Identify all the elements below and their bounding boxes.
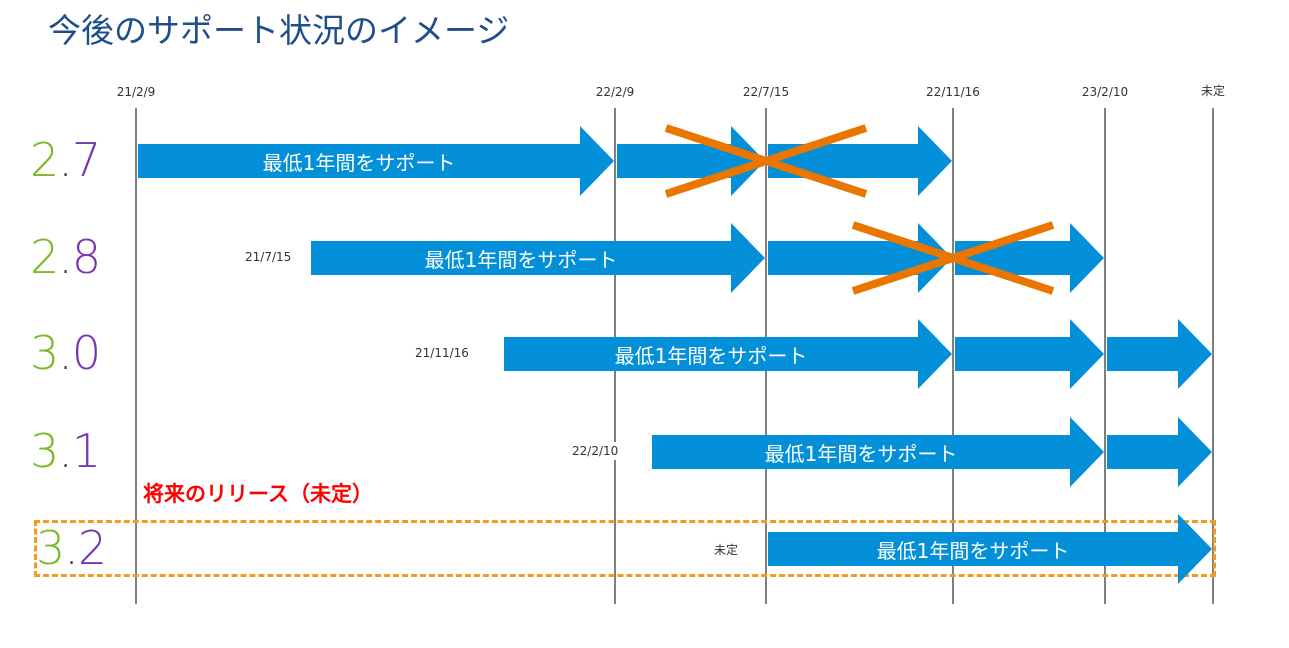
release-date-label: 22/2/10	[570, 442, 621, 460]
future-release-label: 将来のリリース（未定）	[143, 482, 373, 506]
version-label: 2.8	[30, 234, 101, 280]
timeline-tick-label: 22/7/15	[742, 85, 790, 99]
future-release-box	[34, 520, 1216, 577]
support-arrow	[504, 319, 952, 389]
support-arrow	[138, 126, 614, 196]
version-minor: 2	[77, 521, 107, 575]
version-minor: 0	[71, 326, 101, 380]
version-minor: 1	[71, 424, 101, 478]
cancel-cross-stroke	[851, 221, 1055, 295]
timeline-tick-label: 21/2/9	[116, 85, 156, 99]
release-date-label: 21/11/16	[413, 344, 471, 362]
timeline-tick-label: 22/11/16	[926, 85, 980, 99]
timeline-gridline	[1104, 108, 1106, 604]
version-major: 2	[30, 133, 59, 187]
support-arrow	[768, 126, 952, 196]
version-label: 3.0	[30, 330, 101, 376]
support-arrow	[768, 514, 1212, 584]
timeline-tick-label: 未定	[1200, 84, 1226, 98]
version-dot: .	[58, 424, 73, 478]
version-major: 2	[30, 230, 59, 284]
timeline-gridline	[952, 108, 954, 604]
timeline-tick-label: 22/2/9	[595, 85, 635, 99]
timeline-gridline	[1212, 108, 1214, 604]
version-label: 3.2	[36, 525, 107, 571]
support-arrow	[955, 319, 1104, 389]
support-arrow	[311, 223, 765, 293]
support-arrow	[768, 223, 952, 293]
version-minor: 7	[71, 133, 101, 187]
timeline-tick-label: 23/2/10	[1081, 85, 1129, 99]
version-label: 2.7	[30, 137, 101, 183]
version-dot: .	[64, 521, 79, 575]
cancel-cross-stroke	[664, 124, 868, 198]
release-date-label: 21/7/15	[243, 248, 294, 266]
support-arrow	[617, 126, 765, 196]
page-title: 今後のサポート状況のイメージ	[48, 11, 510, 50]
version-dot: .	[58, 230, 73, 284]
version-major: 3	[30, 326, 59, 380]
support-arrow	[1107, 319, 1212, 389]
release-date-label: 未定	[712, 539, 741, 560]
support-arrow	[1107, 417, 1212, 487]
version-dot: .	[58, 133, 73, 187]
version-label: 3.1	[30, 428, 101, 474]
support-arrow	[955, 223, 1104, 293]
version-dot: .	[58, 326, 73, 380]
version-minor: 8	[71, 230, 101, 284]
version-major: 3	[36, 521, 65, 575]
timeline-gridline	[135, 108, 137, 604]
support-arrow	[652, 417, 1104, 487]
version-major: 3	[30, 424, 59, 478]
